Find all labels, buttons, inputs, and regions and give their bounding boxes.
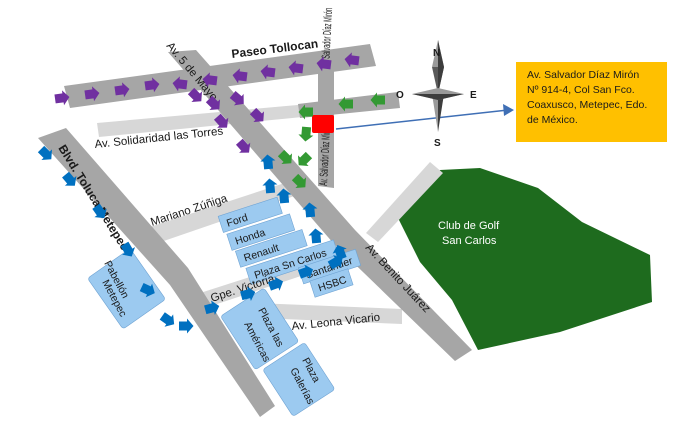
- golf-club-area: [398, 168, 652, 350]
- compass-north: N: [433, 48, 440, 59]
- compass-rose: [412, 40, 464, 132]
- address-callout: Av. Salvador Díaz Mirón Nº 914-4, Col Sa…: [516, 62, 667, 142]
- address-line: Av. Salvador Díaz Mirón: [527, 69, 640, 81]
- block-hsbc: [309, 268, 354, 298]
- block-plaza-galerias: [263, 343, 335, 416]
- pointer-arrowhead: [503, 104, 514, 116]
- road-av-leona-vicario: [255, 303, 402, 324]
- compass-west: O: [396, 90, 404, 101]
- address-line: de México.: [527, 114, 578, 126]
- location-marker: [312, 115, 334, 133]
- arrow-green-icon: [297, 126, 315, 143]
- address-line: Coaxusco, Metepec, Edo.: [527, 99, 648, 111]
- block-plaza-las-americas: [221, 288, 299, 370]
- arrow-blue-icon: [179, 318, 194, 334]
- road-blvd-toluca-metepec: [38, 128, 275, 417]
- address-line: Nº 914-4, Col San Fco.: [527, 84, 635, 96]
- road-av-salvador-diaz-miron: [168, 50, 472, 361]
- road-mariano-zuniga: [150, 178, 306, 244]
- arrow-blue-icon: [307, 227, 325, 244]
- block-honda: [226, 213, 296, 251]
- road-paseo-tollocan: [64, 44, 376, 108]
- compass-south: S: [434, 138, 441, 149]
- compass-east: E: [470, 90, 477, 101]
- label-av-diaz-miron-bottom: Av. Salvador Díaz Mirón: [318, 126, 333, 187]
- label-av-diaz-miron-top: Av. Salvador Díaz Mirón: [320, 8, 335, 69]
- golf-club-label-line2: San Carlos: [442, 235, 497, 247]
- arrow-blue-icon: [157, 309, 179, 331]
- block-ford: [217, 196, 283, 233]
- block-renault: [235, 229, 308, 268]
- pointer-line: [335, 109, 509, 130]
- golf-club-label-line1: Club de Golf: [438, 220, 500, 232]
- road-diagonal-east: [366, 162, 443, 242]
- block-pabellon-metepec: [88, 249, 165, 329]
